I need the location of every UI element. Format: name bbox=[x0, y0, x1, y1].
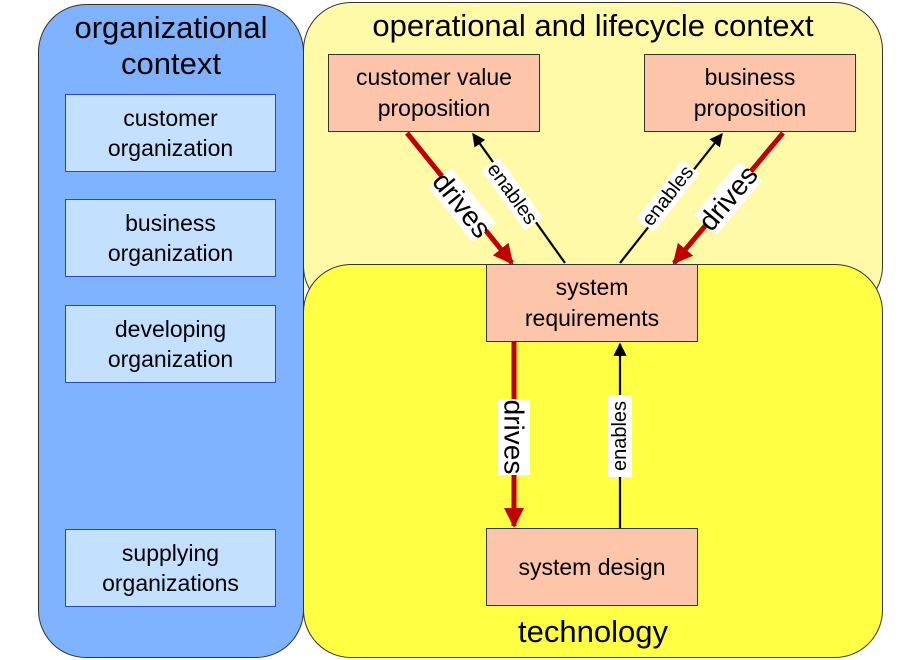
box-line: business bbox=[125, 210, 216, 236]
box-line: organizations bbox=[102, 570, 239, 596]
system-design-box: system design bbox=[486, 528, 698, 606]
box-line: customer value bbox=[356, 64, 512, 90]
enables-label: enables bbox=[609, 401, 631, 471]
label-background bbox=[498, 399, 530, 475]
customer-organization-box: customer organization bbox=[65, 94, 276, 172]
technology-title: technology bbox=[518, 614, 668, 649]
box-line: system bbox=[555, 274, 629, 300]
edge-sr-enables-cvp: enables bbox=[472, 132, 566, 264]
label-background bbox=[608, 395, 632, 477]
edge-cvp-drives-sr: drives bbox=[405, 131, 514, 265]
box-line: supplying bbox=[121, 540, 220, 566]
enables-label: enables bbox=[638, 162, 698, 231]
drives-label: drives bbox=[692, 159, 764, 236]
developing-organization-box: developing organization bbox=[65, 305, 276, 383]
label-background bbox=[481, 157, 543, 231]
box-line: proposition bbox=[693, 95, 807, 121]
box-line: system design bbox=[518, 553, 666, 580]
box-line: developing bbox=[114, 316, 227, 342]
system-requirements-box: system requirements bbox=[486, 264, 698, 342]
box-line: organization bbox=[107, 135, 234, 161]
organizational-context-title: organizational context bbox=[38, 10, 304, 82]
box-line: proposition bbox=[377, 95, 491, 121]
box-line: requirements bbox=[524, 305, 660, 331]
edge-sr-drives-sd: drives bbox=[498, 342, 530, 528]
customer-value-proposition-box: customer value proposition bbox=[328, 54, 540, 132]
business-organization-box: business organization bbox=[65, 199, 276, 277]
label-background bbox=[636, 160, 700, 232]
supplying-organizations-box: supplying organizations bbox=[65, 529, 276, 607]
box-line: organization bbox=[107, 240, 234, 266]
label-background bbox=[428, 168, 496, 242]
box-line: business bbox=[704, 64, 796, 90]
edge-bp-drives-sr: drives bbox=[672, 131, 785, 265]
business-proposition-box: business proposition bbox=[644, 54, 856, 132]
drives-label: drives bbox=[499, 400, 530, 475]
box-line: customer bbox=[123, 105, 218, 131]
operational-lifecycle-title: operational and lifecycle context bbox=[372, 8, 814, 43]
label-background bbox=[694, 161, 762, 235]
edge-sd-enables-sr: enables bbox=[608, 342, 632, 528]
org-title-line1: organizational bbox=[74, 10, 268, 45]
box-line: organization bbox=[107, 346, 234, 372]
org-title-line2: context bbox=[121, 46, 221, 81]
